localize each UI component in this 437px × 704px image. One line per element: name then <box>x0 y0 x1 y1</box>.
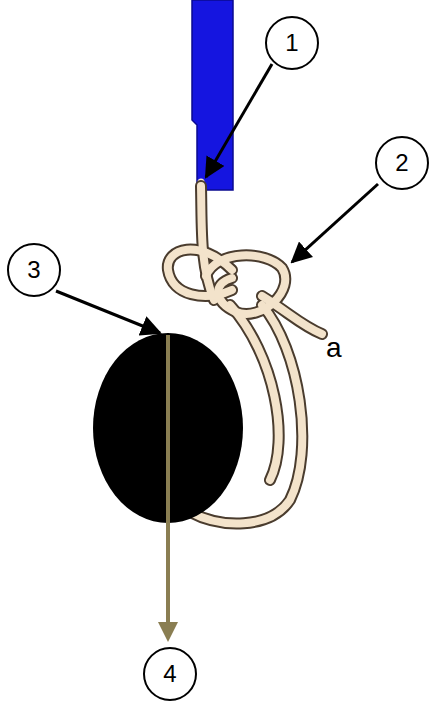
load-line <box>166 335 170 625</box>
callout-circle: 4 <box>143 647 197 701</box>
part-label: a <box>326 334 342 362</box>
leader-line <box>206 64 272 177</box>
callout-number: 3 <box>27 258 40 282</box>
callout-circle: 1 <box>265 16 319 70</box>
leader-line <box>292 184 378 262</box>
leader-line <box>56 291 160 333</box>
load-arrowhead <box>158 622 178 642</box>
tool-bar <box>192 0 233 190</box>
callout-number: 4 <box>163 662 176 686</box>
callout-circle: 3 <box>7 243 61 297</box>
callout-circle: 2 <box>375 136 429 190</box>
callout-number: 1 <box>285 31 298 55</box>
callout-number: 2 <box>395 151 408 175</box>
